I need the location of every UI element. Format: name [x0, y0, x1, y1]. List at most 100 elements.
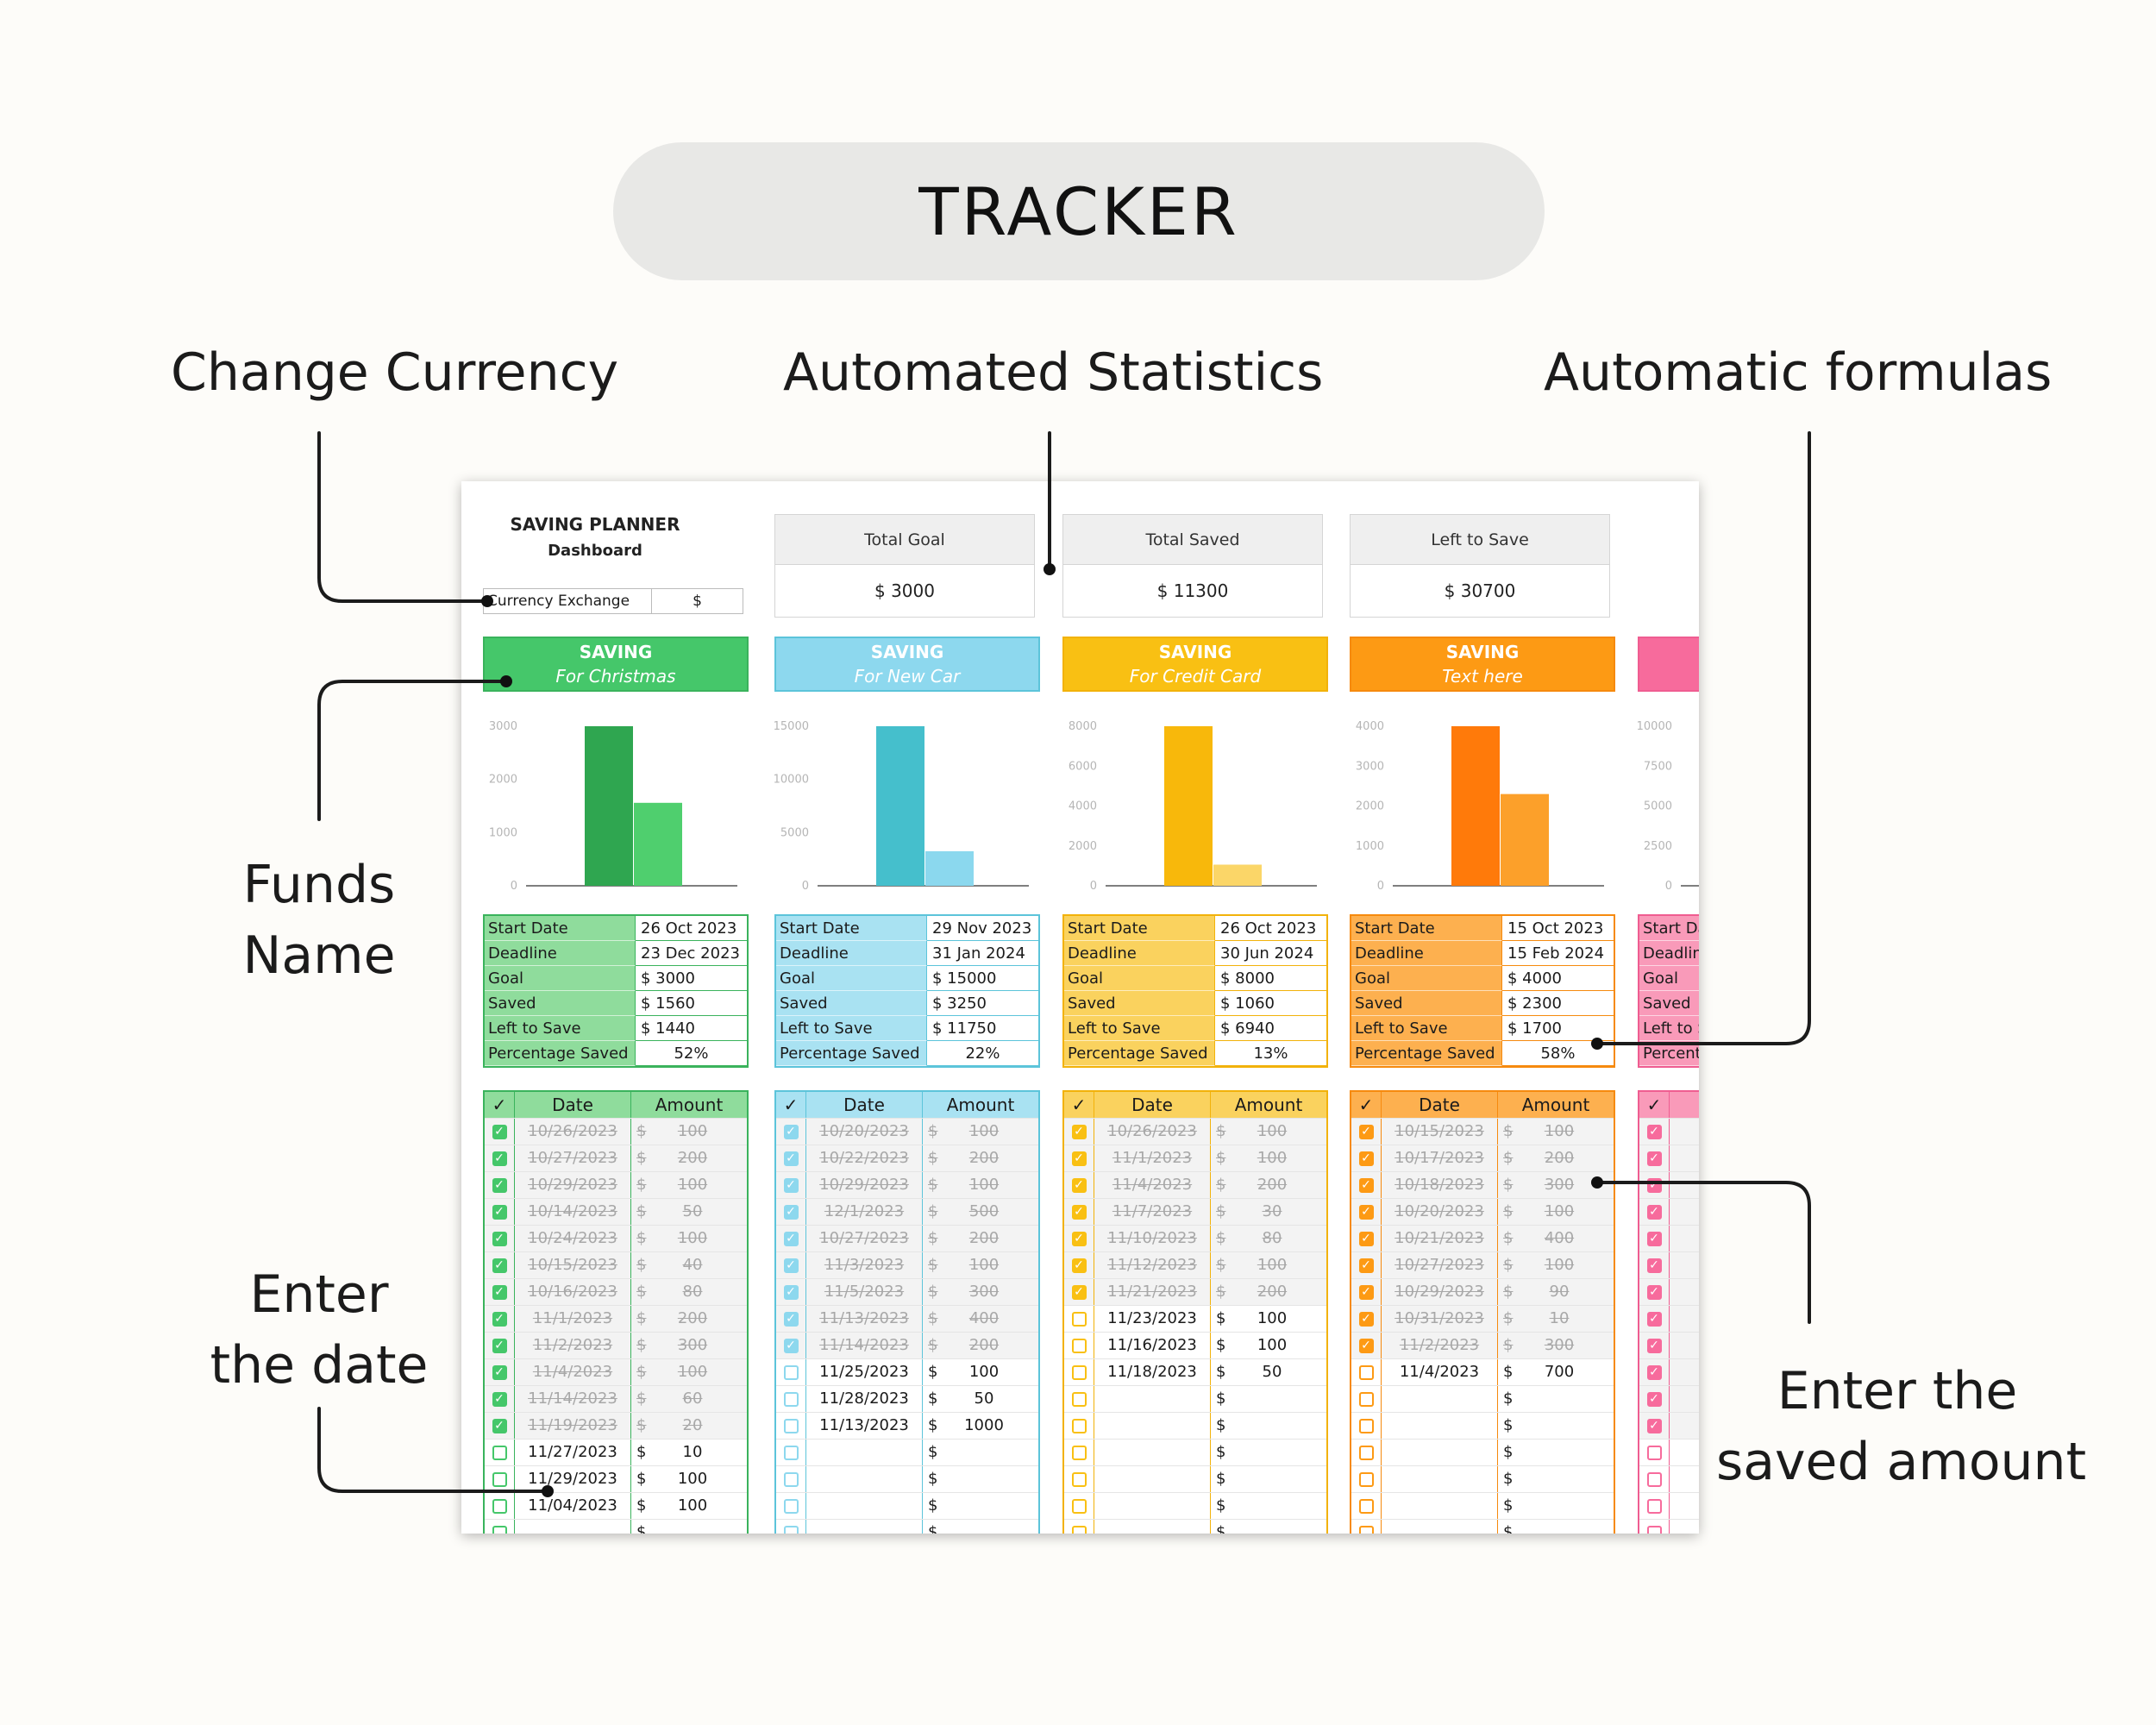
- fund-banner-subtitle[interactable]: For New Car: [854, 666, 961, 687]
- fund-info-value[interactable]: $ 15000: [927, 966, 1038, 991]
- fund-info-value[interactable]: 26 Oct 2023: [1215, 916, 1326, 941]
- checked-checkbox[interactable]: ✓: [1071, 1124, 1087, 1139]
- checked-checkbox[interactable]: ✓: [783, 1311, 799, 1327]
- tracker-amount-cell[interactable]: $100: [923, 1119, 1038, 1145]
- fund-banner-subtitle[interactable]: For Credit Card: [1129, 666, 1262, 687]
- tracker-date-cell[interactable]: 11/27/2023: [515, 1440, 631, 1465]
- tracker-date-cell[interactable]: 11/3/2023: [806, 1252, 923, 1278]
- fund-info-value[interactable]: 29 Nov 2023: [927, 916, 1038, 941]
- checkbox[interactable]: [1358, 1471, 1374, 1487]
- tracker-amount-cell[interactable]: $: [1211, 1440, 1326, 1465]
- tracker-date-cell[interactable]: 11/12/2023: [1094, 1252, 1211, 1278]
- checked-checkbox[interactable]: ✓: [1646, 1284, 1662, 1300]
- checkbox[interactable]: [1071, 1445, 1087, 1460]
- checked-checkbox[interactable]: ✓: [783, 1231, 799, 1246]
- tracker-amount-cell[interactable]: $: [1211, 1386, 1326, 1412]
- checked-checkbox[interactable]: ✓: [1071, 1231, 1087, 1246]
- tracker-amount-cell[interactable]: $100: [1498, 1252, 1614, 1278]
- fund-info-value[interactable]: $ 8000: [1215, 966, 1326, 991]
- fund-banner-subtitle[interactable]: Text here: [1442, 666, 1523, 687]
- tracker-amount-cell[interactable]: $: [631, 1520, 747, 1534]
- tracker-date-cell[interactable]: [1094, 1493, 1211, 1519]
- tracker-amount-cell[interactable]: $300: [923, 1279, 1038, 1305]
- checkbox[interactable]: [783, 1498, 799, 1514]
- checkbox[interactable]: [1358, 1445, 1374, 1460]
- checked-checkbox[interactable]: ✓: [1646, 1258, 1662, 1273]
- tracker-amount-cell[interactable]: $20: [631, 1413, 747, 1439]
- tracker-date-cell[interactable]: 10/18/2023: [1382, 1172, 1498, 1198]
- checkbox[interactable]: [1646, 1471, 1662, 1487]
- tracker-date-cell[interactable]: 10/15/2023: [515, 1252, 631, 1278]
- tracker-amount-cell[interactable]: $300: [1498, 1333, 1614, 1358]
- tracker-amount-cell[interactable]: $80: [1211, 1226, 1326, 1251]
- checked-checkbox[interactable]: ✓: [783, 1258, 799, 1273]
- tracker-amount-cell[interactable]: $200: [631, 1306, 747, 1332]
- checkbox[interactable]: [1646, 1498, 1662, 1514]
- checked-checkbox[interactable]: ✓: [1358, 1311, 1374, 1327]
- checkbox[interactable]: [1358, 1391, 1374, 1407]
- tracker-amount-cell[interactable]: $100: [1211, 1306, 1326, 1332]
- checked-checkbox[interactable]: ✓: [1358, 1204, 1374, 1220]
- tracker-date-cell[interactable]: [806, 1440, 923, 1465]
- tracker-date-cell[interactable]: 11/23/2023: [1094, 1306, 1211, 1332]
- tracker-date-cell[interactable]: [1382, 1440, 1498, 1465]
- tracker-date-cell[interactable]: 11/14/2023: [806, 1333, 923, 1358]
- checked-checkbox[interactable]: ✓: [1646, 1364, 1662, 1380]
- tracker-date-cell[interactable]: 11/2/2023: [515, 1333, 631, 1358]
- checkbox[interactable]: [1071, 1418, 1087, 1433]
- fund-info-value[interactable]: 30 Jun 2024: [1215, 941, 1326, 966]
- checked-checkbox[interactable]: ✓: [1646, 1204, 1662, 1220]
- checked-checkbox[interactable]: ✓: [492, 1151, 507, 1166]
- tracker-date-cell[interactable]: 10/27/2023: [1382, 1252, 1498, 1278]
- checked-checkbox[interactable]: ✓: [1646, 1231, 1662, 1246]
- tracker-amount-cell[interactable]: $50: [631, 1199, 747, 1225]
- fund-info-value[interactable]: 15 Feb 2024: [1502, 941, 1614, 966]
- tracker-amount-cell[interactable]: $200: [923, 1226, 1038, 1251]
- tracker-amount-cell[interactable]: $: [923, 1466, 1038, 1492]
- checked-checkbox[interactable]: ✓: [1071, 1204, 1087, 1220]
- fund-info-value[interactable]: 31 Jan 2024: [927, 941, 1038, 966]
- tracker-date-cell[interactable]: 11/19/2023: [515, 1413, 631, 1439]
- checkbox[interactable]: [1071, 1364, 1087, 1380]
- checkbox[interactable]: [1358, 1525, 1374, 1534]
- checkbox[interactable]: [783, 1445, 799, 1460]
- tracker-amount-cell[interactable]: $: [1211, 1493, 1326, 1519]
- checked-checkbox[interactable]: ✓: [1358, 1124, 1374, 1139]
- tracker-date-cell[interactable]: 10/24/2023: [515, 1226, 631, 1251]
- tracker-amount-cell[interactable]: $: [1211, 1466, 1326, 1492]
- tracker-date-cell[interactable]: 10/14/2023: [515, 1199, 631, 1225]
- tracker-amount-cell[interactable]: $: [1498, 1520, 1614, 1534]
- tracker-amount-cell[interactable]: $100: [631, 1466, 747, 1492]
- tracker-amount-cell[interactable]: $100: [923, 1252, 1038, 1278]
- tracker-date-cell[interactable]: 11/7/2023: [1094, 1199, 1211, 1225]
- tracker-date-cell[interactable]: 10/29/2023: [515, 1172, 631, 1198]
- tracker-date-cell[interactable]: [1094, 1413, 1211, 1439]
- tracker-amount-cell[interactable]: $100: [1211, 1252, 1326, 1278]
- tracker-amount-cell[interactable]: $: [923, 1520, 1038, 1534]
- tracker-date-cell[interactable]: [1382, 1493, 1498, 1519]
- tracker-date-cell[interactable]: 11/1/2023: [1094, 1145, 1211, 1171]
- tracker-amount-cell[interactable]: $: [1498, 1386, 1614, 1412]
- checked-checkbox[interactable]: ✓: [1358, 1284, 1374, 1300]
- fund-info-value[interactable]: 26 Oct 2023: [636, 916, 747, 941]
- checked-checkbox[interactable]: ✓: [783, 1338, 799, 1353]
- currency-exchange-input[interactable]: $: [693, 593, 702, 610]
- fund-info-value[interactable]: 23 Dec 2023: [636, 941, 747, 966]
- fund-info-value[interactable]: $ 3000: [636, 966, 747, 991]
- checked-checkbox[interactable]: ✓: [1646, 1311, 1662, 1327]
- tracker-amount-cell[interactable]: $300: [1498, 1172, 1614, 1198]
- tracker-amount-cell[interactable]: $: [923, 1440, 1038, 1465]
- checked-checkbox[interactable]: ✓: [1646, 1124, 1662, 1139]
- checked-checkbox[interactable]: ✓: [1071, 1177, 1087, 1193]
- tracker-amount-cell[interactable]: $200: [923, 1333, 1038, 1358]
- tracker-date-cell[interactable]: 11/2/2023: [1382, 1333, 1498, 1358]
- checkbox[interactable]: [1071, 1471, 1087, 1487]
- tracker-amount-cell[interactable]: $200: [1498, 1145, 1614, 1171]
- tracker-date-cell[interactable]: [806, 1466, 923, 1492]
- tracker-amount-cell[interactable]: $400: [923, 1306, 1038, 1332]
- tracker-date-cell[interactable]: 10/21/2023: [1382, 1226, 1498, 1251]
- checkbox[interactable]: [783, 1364, 799, 1380]
- tracker-amount-cell[interactable]: $50: [923, 1386, 1038, 1412]
